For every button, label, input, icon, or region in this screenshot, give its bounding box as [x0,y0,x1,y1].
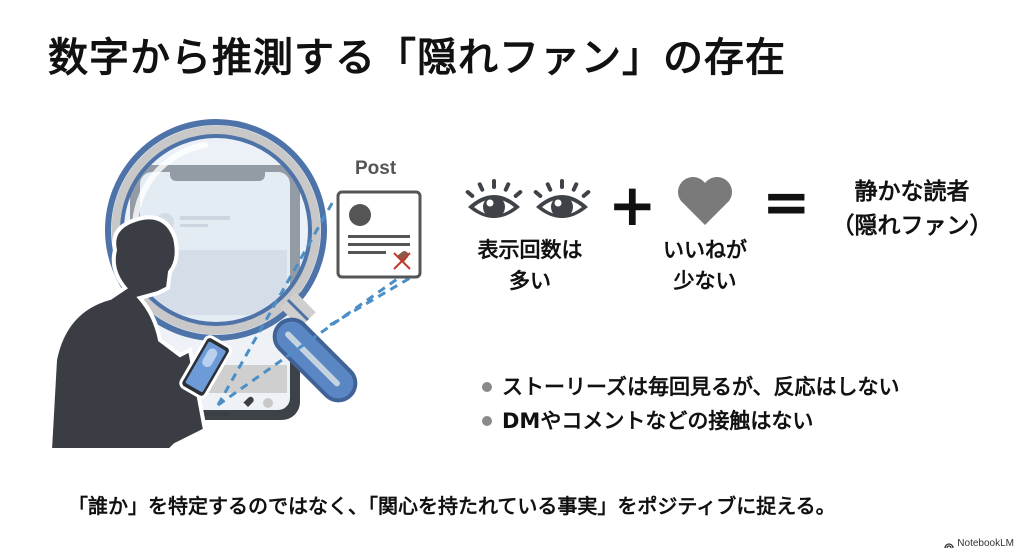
notebooklm-logo-icon [944,542,954,548]
bottom-caption: 「誰か」を特定するのではなく、「関心を持たれている事実」をポジティブに捉える。 [68,494,836,518]
post-label: Post [355,158,397,179]
bullet-dot-icon [482,382,492,392]
handheld-phone-icon [179,335,232,399]
plus-sign: + [608,171,657,239]
equals-sign: = [762,168,811,236]
bullet-item: DMやコメントなどの接触はない [480,404,900,438]
views-label: 表示回数は 多い [477,238,583,293]
person-silhouette-icon [47,215,208,452]
magnifier-illustration [47,119,422,452]
result-label: 静かな読者 （隠れファン） [831,179,993,239]
likes-label: いいねが 少ない [663,238,747,293]
magnifier-handle-icon [272,292,358,403]
dashed-connector-lines [216,197,411,407]
eye-icon [465,179,591,218]
bullet-dot-icon [482,416,492,426]
equation-term-likes: いいねが 少ない [640,175,770,297]
bullet-item: ストーリーズは毎回見るが、反応はしない [480,370,900,404]
heart-icon [678,177,732,225]
equation-term-views: 表示回数は 多い [460,175,600,297]
bullet-list: ストーリーズは毎回見るが、反応はしない DMやコメントなどの接触はない [480,370,900,438]
slide-title: 数字から推測する「隠れファン」の存在 [48,35,786,81]
post-card-icon [336,190,422,279]
brand-watermark: NotebookLM [944,538,1014,549]
